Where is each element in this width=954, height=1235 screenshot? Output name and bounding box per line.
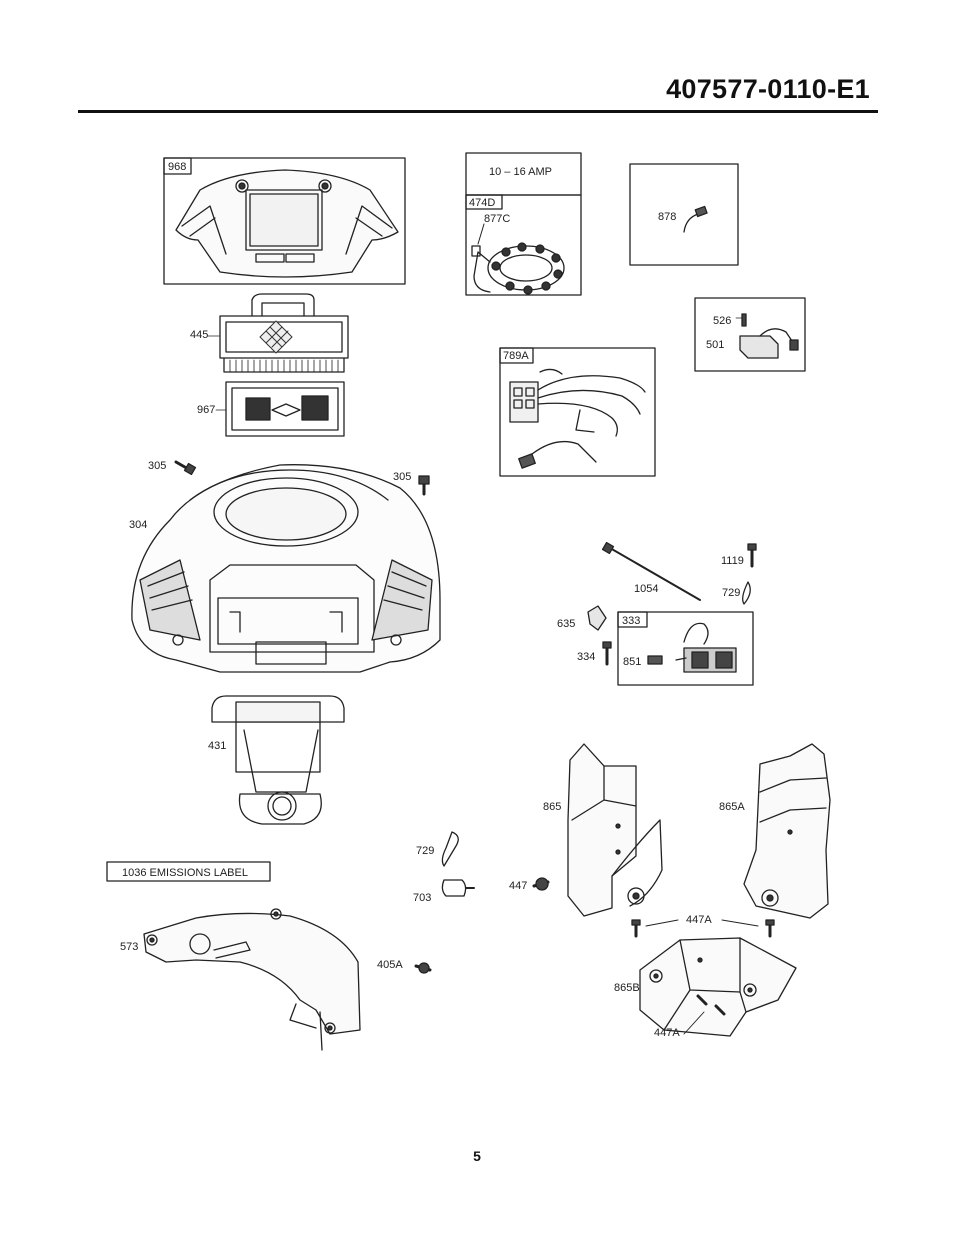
- part-789a-wiring-harness: [509, 368, 646, 469]
- label-447a-top: 447A: [686, 914, 712, 926]
- box-968: [163, 157, 406, 285]
- box-789a: [499, 347, 656, 477]
- label-box-474d: 474D: [469, 197, 495, 209]
- part-number-title: 407577-0110-E1: [666, 74, 870, 104]
- part-878-wire: [683, 205, 708, 233]
- label-526: 526: [713, 315, 731, 327]
- box-878: [629, 163, 739, 266]
- box-474d: [465, 194, 582, 296]
- part-967-pre-filter: [225, 381, 345, 437]
- label-305-right: 305: [393, 471, 411, 483]
- part-447a-screw-right: [765, 919, 775, 938]
- label-729-upper: 729: [722, 587, 740, 599]
- part-447-screw: [532, 877, 550, 891]
- label-305-left: 305: [148, 460, 166, 472]
- label-box-amp: 10 – 16 AMP: [489, 166, 552, 178]
- label-865: 865: [543, 801, 561, 813]
- label-967: 967: [197, 404, 215, 416]
- part-968-cover: [175, 169, 399, 278]
- part-431-air-intake: [211, 695, 345, 825]
- part-1119-screw: [747, 543, 757, 568]
- box-333: [617, 611, 754, 686]
- label-431: 431: [208, 740, 226, 752]
- part-573-baffle: [143, 908, 361, 1051]
- label-405a: 405A: [377, 959, 403, 971]
- part-635-spark-cap: [587, 605, 607, 631]
- label-703: 703: [413, 892, 431, 904]
- part-447a-screw-left: [631, 919, 641, 938]
- label-box-968: 968: [168, 161, 186, 173]
- part-305-bolt-right: [418, 475, 430, 496]
- label-501: 501: [706, 339, 724, 351]
- box-emissions-label: [106, 861, 271, 882]
- part-304-blower-housing: [131, 464, 441, 673]
- label-304: 304: [129, 519, 147, 531]
- part-865a-shroud-right: [743, 743, 831, 919]
- part-851-terminal: [647, 655, 663, 665]
- part-305-bolt-left: [174, 460, 197, 476]
- label-573: 573: [120, 941, 138, 953]
- part-865b-shroud-lower: [639, 937, 797, 1037]
- label-447a-bottom: 447A: [654, 1027, 680, 1039]
- label-box-333: 333: [622, 615, 640, 627]
- label-334: 334: [577, 651, 595, 663]
- label-box-789a: 789A: [503, 350, 529, 362]
- page-number: 5: [473, 1148, 481, 1164]
- label-878: 878: [658, 211, 676, 223]
- label-emissions: 1036 EMISSIONS LABEL: [122, 867, 248, 879]
- label-877c: 877C: [484, 213, 510, 225]
- label-635: 635: [557, 618, 575, 630]
- label-1119: 1119: [721, 555, 744, 567]
- label-445: 445: [190, 329, 208, 341]
- box-526-501: [694, 297, 806, 372]
- header-rule: [78, 110, 878, 113]
- label-865a: 865A: [719, 801, 745, 813]
- part-703-clamp: [441, 879, 475, 897]
- part-501-rectifier: [739, 313, 799, 359]
- part-334-screw: [602, 641, 612, 666]
- label-729-lower: 729: [416, 845, 434, 857]
- label-447: 447: [509, 880, 527, 892]
- part-729-clip-upper: [742, 581, 751, 605]
- part-729-clip-lower: [441, 831, 459, 867]
- part-405a-screw: [414, 962, 432, 974]
- part-865-shroud-left: [567, 743, 663, 917]
- part-1054-cable-tie: [601, 541, 701, 601]
- label-865b: 865B: [614, 982, 640, 994]
- part-445-air-filter: [219, 293, 349, 373]
- part-877c-stator: [471, 223, 565, 295]
- label-851: 851: [623, 656, 641, 668]
- part-333-ignition-coil: [675, 622, 737, 673]
- label-1054: 1054: [634, 583, 658, 595]
- part-447a-screws-lower: [696, 994, 726, 1016]
